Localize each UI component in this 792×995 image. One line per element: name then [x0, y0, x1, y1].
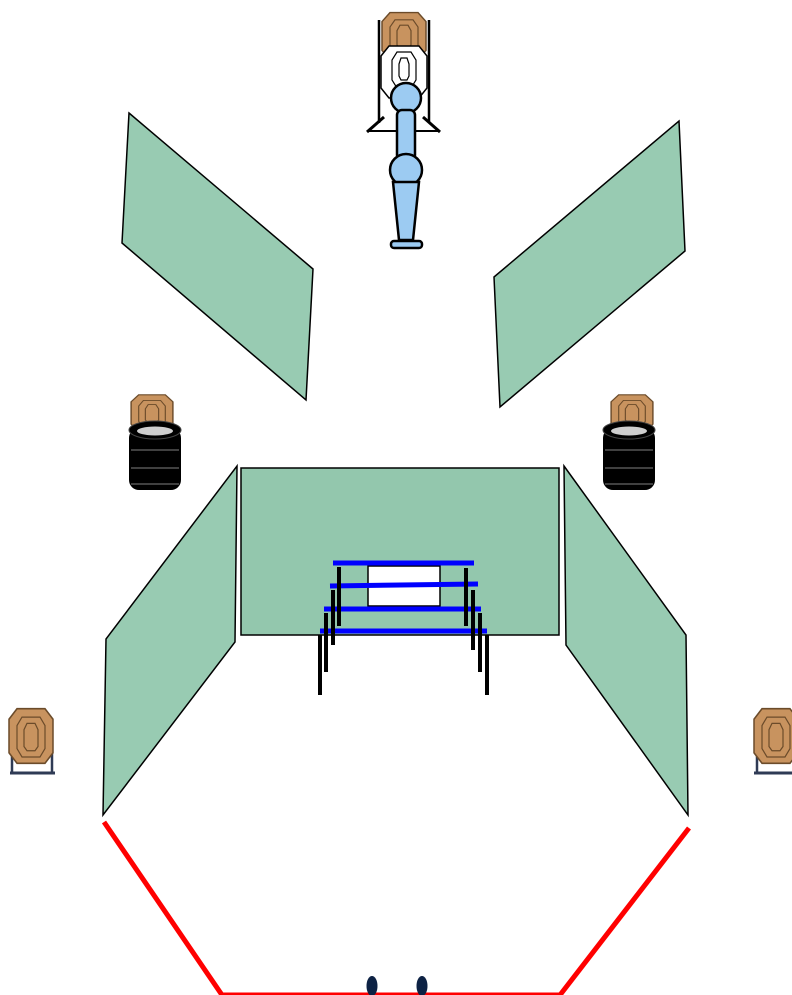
right-barrel [602, 420, 656, 490]
upper-right-wall [493, 119, 686, 409]
upper-left-wall [121, 111, 314, 402]
right-barrel-group [602, 394, 656, 490]
start-marker-left [366, 976, 378, 995]
left-barrel-group [128, 394, 182, 490]
left-barrel [128, 420, 182, 490]
left-side-target-group [8, 707, 55, 775]
right-side-target [753, 707, 792, 765]
start-marker-right [416, 976, 428, 995]
fault-line [101, 820, 691, 995]
window-port [318, 560, 489, 695]
blue-figure-mover [388, 81, 424, 250]
top-target-group [366, 11, 441, 250]
lower-left-wall [102, 463, 238, 818]
lower-right-wall [563, 463, 689, 818]
left-side-target [8, 707, 54, 765]
right-side-target-group [753, 707, 792, 775]
